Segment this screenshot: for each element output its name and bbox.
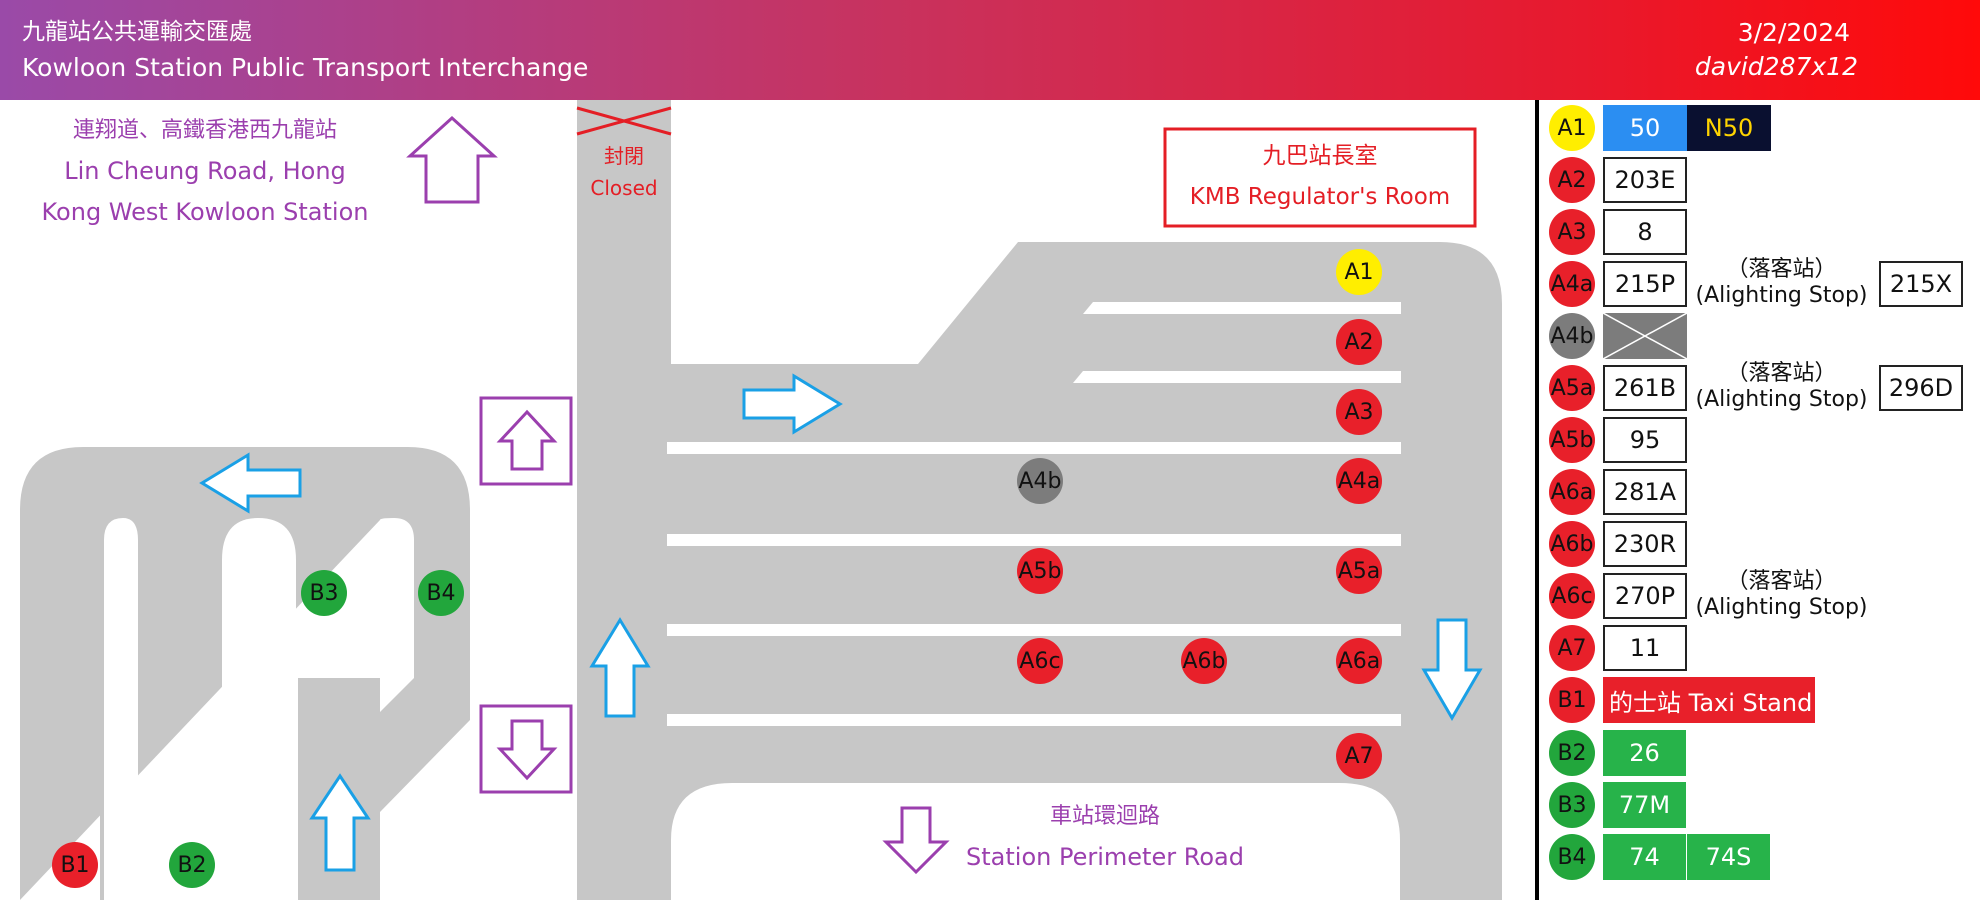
alighting-en: (Alighting Stop) (1695, 387, 1868, 412)
closed-en: Closed (590, 176, 658, 200)
header-bar: 九龍站公共運輸交匯處 Kowloon Station Public Transp… (0, 0, 1980, 100)
stop-a4b[interactable]: A4b (1017, 458, 1063, 504)
legend-stop-b3: B3 (1549, 782, 1595, 828)
legend-stop-a5b: A5b (1549, 417, 1595, 463)
stop-a2[interactable]: A2 (1336, 319, 1382, 365)
alighting-zh: （落客站） (1726, 257, 1837, 282)
route-281a[interactable]: 281A (1603, 469, 1687, 515)
platform-a1 (1083, 302, 1401, 314)
stop-b3[interactable]: B3 (301, 570, 347, 616)
route-296d[interactable]: 296D (1879, 365, 1963, 411)
stop-b2[interactable]: B2 (169, 842, 215, 888)
route-77m[interactable]: 77M (1603, 782, 1687, 828)
route-50[interactable]: 50 (1603, 105, 1687, 151)
alighting-note-a4a: （落客站） (Alighting Stop) (1684, 257, 1879, 309)
alighting-zh: （落客站） (1726, 569, 1837, 594)
stop-b4[interactable]: B4 (418, 570, 464, 616)
route-74s[interactable]: 74S (1687, 834, 1771, 880)
taxi-stand[interactable]: 的士站 Taxi Stand (1603, 677, 1815, 723)
stop-a5b[interactable]: A5b (1017, 548, 1063, 594)
route-8[interactable]: 8 (1603, 209, 1687, 255)
legend-stop-a4b: A4b (1549, 313, 1595, 359)
author-label: david287x12 (1694, 52, 1858, 81)
blue-arrow-down-east (1421, 618, 1483, 721)
platform-a4 (667, 534, 1401, 546)
route-215p[interactable]: 215P (1603, 261, 1687, 307)
stop-a4a[interactable]: A4a (1336, 458, 1382, 504)
platform-a6 (667, 714, 1401, 726)
title-chinese: 九龍站公共運輸交匯處 (22, 19, 252, 45)
regulator-room-box (1163, 127, 1477, 228)
purple-arrow-down-south (882, 806, 950, 875)
platform-a2 (1073, 371, 1401, 383)
alighting-note-a5a: （落客站） (Alighting Stop) (1684, 361, 1879, 413)
route-26[interactable]: 26 (1603, 730, 1687, 776)
regulator-en: KMB Regulator's Room (1189, 184, 1451, 210)
platform-a3 (667, 442, 1401, 454)
legend-stop-a6c: A6c (1549, 573, 1595, 619)
route-legend: A1 50 N50 A2 203E A3 8 A4a 215P （落客站） (A… (1535, 100, 1980, 900)
suspended-route-box (1603, 313, 1687, 359)
date-label: 3/2/2024 (1737, 18, 1850, 47)
platform-a5 (667, 624, 1401, 636)
west-label-zh: 連翔道、高鐵香港西九龍站 (72, 118, 337, 143)
legend-stop-a7: A7 (1549, 625, 1595, 671)
stop-b1[interactable]: B1 (52, 842, 98, 888)
route-230r[interactable]: 230R (1603, 521, 1687, 567)
route-11[interactable]: 11 (1603, 625, 1687, 671)
legend-stop-b2: B2 (1549, 730, 1595, 776)
west-label-en-2: Kong West Kowloon Station (41, 198, 369, 226)
legend-stop-a1: A1 (1549, 105, 1595, 151)
legend-stop-a6a: A6a (1549, 469, 1595, 515)
regulator-zh: 九巴站長室 (1262, 143, 1378, 169)
legend-stop-b1: B1 (1549, 677, 1595, 723)
perimeter-en: Station Perimeter Road (966, 843, 1244, 871)
route-95[interactable]: 95 (1603, 417, 1687, 463)
stop-a6c[interactable]: A6c (1017, 638, 1063, 684)
stop-a6a[interactable]: A6a (1336, 638, 1382, 684)
perimeter-zh: 車站環迴路 (1049, 804, 1160, 829)
stop-a3[interactable]: A3 (1336, 389, 1382, 435)
west-destination-label: 連翔道、高鐵香港西九龍站 Lin Cheung Road, Hong Kong … (30, 110, 380, 233)
road-layout (20, 100, 1502, 900)
alighting-en: (Alighting Stop) (1695, 595, 1868, 620)
route-203e[interactable]: 203E (1603, 157, 1687, 203)
title-english: Kowloon Station Public Transport Interch… (22, 53, 589, 82)
alighting-en: (Alighting Stop) (1695, 283, 1868, 308)
route-270p[interactable]: 270P (1603, 573, 1687, 619)
legend-stop-a5a: A5a (1549, 365, 1595, 411)
route-74[interactable]: 74 (1603, 834, 1687, 880)
purple-arrow-up-north (406, 115, 498, 204)
route-215x[interactable]: 215X (1879, 261, 1963, 307)
alighting-note-a6c: （落客站） (Alighting Stop) (1684, 569, 1879, 621)
legend-stop-a6b: A6b (1549, 521, 1595, 567)
blue-arrow-up-main (589, 617, 651, 718)
perimeter-road-label: 車站環迴路 Station Perimeter Road (940, 796, 1270, 878)
west-label-en-1: Lin Cheung Road, Hong (64, 157, 346, 185)
stop-a1[interactable]: A1 (1336, 249, 1382, 295)
interchange-map: 連翔道、高鐵香港西九龍站 Lin Cheung Road, Hong Kong … (0, 100, 1535, 900)
blue-arrow-right (742, 373, 843, 435)
route-261b[interactable]: 261B (1603, 365, 1687, 411)
regulator-room-label: 九巴站長室 KMB Regulator's Room (1165, 136, 1475, 218)
legend-stop-b4: B4 (1549, 834, 1595, 880)
main-vertical-road (577, 100, 671, 900)
blue-arrow-up-west (309, 773, 371, 872)
alighting-zh: （落客站） (1726, 361, 1837, 386)
closed-label: 封閉 Closed (577, 140, 671, 204)
legend-stop-a4a: A4a (1549, 261, 1595, 307)
route-n50[interactable]: N50 (1687, 105, 1771, 151)
legend-stop-a3: A3 (1549, 209, 1595, 255)
legend-stop-a2: A2 (1549, 157, 1595, 203)
bus-bay-area (671, 242, 1502, 900)
cross-icon (1603, 313, 1687, 359)
closed-zh: 封閉 (604, 144, 644, 168)
stop-a7[interactable]: A7 (1336, 733, 1382, 779)
stop-a6b[interactable]: A6b (1181, 638, 1227, 684)
stop-a5a[interactable]: A5a (1336, 548, 1382, 594)
blue-arrow-left (199, 452, 302, 514)
